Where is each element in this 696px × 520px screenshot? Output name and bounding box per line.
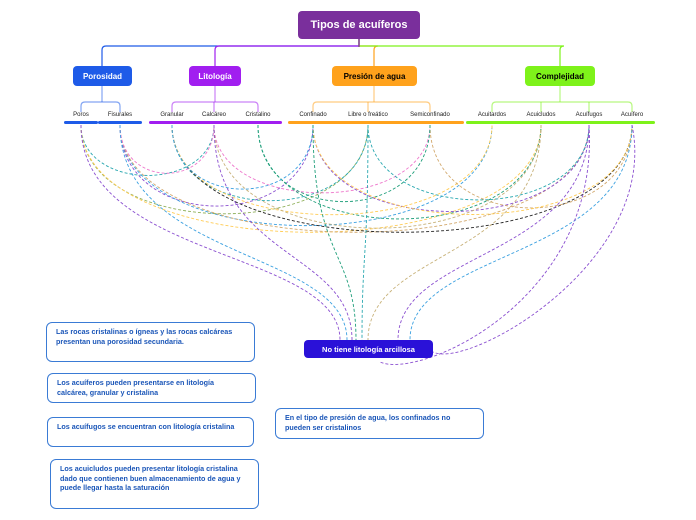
category-branch-1 xyxy=(171,101,259,112)
leaf-underline xyxy=(564,121,614,124)
note-rocas-cristalinas[interactable]: Las rocas cristalinas o ígneas y las roc… xyxy=(46,322,255,362)
cross-link-connector xyxy=(119,124,590,233)
leaf-underline xyxy=(64,121,98,124)
leaf-topic-label[interactable]: Acuífugos xyxy=(575,112,603,118)
cross-link-connector xyxy=(171,124,493,216)
cross-link-connector xyxy=(119,124,314,207)
leaf-underline xyxy=(609,121,655,124)
leaf-underline xyxy=(396,121,464,124)
category-branch-2 xyxy=(312,101,431,112)
category-complejidad[interactable]: Complejidad xyxy=(525,66,595,86)
link-to-center xyxy=(312,124,357,341)
tree-connectors xyxy=(80,39,633,112)
leaf-topic-label[interactable]: Acuífero xyxy=(620,112,644,118)
cross-link-connector xyxy=(312,124,590,212)
leaf-underline xyxy=(466,121,518,124)
root-connector-3 xyxy=(358,39,565,66)
cross-link-connector xyxy=(80,124,215,176)
leaf-underline xyxy=(288,121,338,124)
leaf-underline xyxy=(515,121,567,124)
category-branch-0 xyxy=(80,101,121,112)
leaf-topic-label[interactable]: Acuicludos xyxy=(526,112,556,118)
leaf-topic-label[interactable]: Calcáreo xyxy=(201,112,226,118)
cross-link-connector xyxy=(171,124,314,190)
center-topic[interactable]: No tiene litología arcillosa xyxy=(304,340,433,358)
link-to-center xyxy=(213,124,353,341)
cross-link-connector xyxy=(312,124,633,215)
cross-link-connector xyxy=(257,124,431,203)
link-to-center xyxy=(432,124,636,355)
cross-link-connector xyxy=(171,124,369,202)
link-to-center xyxy=(80,124,341,341)
link-to-center xyxy=(397,124,590,341)
leaf-underline xyxy=(234,121,282,124)
category-litologia[interactable]: Litología xyxy=(189,66,241,86)
leaf-underline xyxy=(336,121,400,124)
leaf-topic-label[interactable]: Cristalino xyxy=(245,112,271,118)
root-connector-0 xyxy=(101,39,360,66)
leaf-topic-label[interactable]: Confinado xyxy=(299,112,327,118)
cross-link-connector xyxy=(429,124,633,209)
leaf-underline xyxy=(98,121,142,124)
cross-link-connector xyxy=(119,124,215,174)
leaf-underline xyxy=(149,121,195,124)
link-to-center xyxy=(379,124,590,365)
note-acuifugos[interactable]: Los acuífugos se encuentran con litologí… xyxy=(47,417,254,447)
leaf-topic-label[interactable]: Acuitardos xyxy=(477,112,507,118)
cross-link-connector xyxy=(257,124,542,220)
leaf-underline xyxy=(191,121,237,124)
leaf-topic-label[interactable]: Poros xyxy=(73,112,89,118)
note-confinados[interactable]: En el tipo de presión de agua, los confi… xyxy=(275,408,484,439)
link-to-center xyxy=(409,124,633,341)
root-topic[interactable]: Tipos de acuíferos xyxy=(298,11,420,39)
cross-link-connectors xyxy=(80,124,636,365)
note-acuicludos[interactable]: Los acuicludos pueden presentar litologí… xyxy=(50,459,259,509)
note-acuiferos-litologia[interactable]: Los acuíferos pueden presentarse en lito… xyxy=(47,373,256,403)
link-to-center xyxy=(367,124,542,341)
cross-link-connector xyxy=(119,124,493,227)
cross-link-connector xyxy=(367,124,590,201)
root-connector-2 xyxy=(358,39,379,66)
leaf-topic-label[interactable]: Libre o freático xyxy=(348,112,388,118)
leaf-topic-label[interactable]: Fisurales xyxy=(107,112,133,118)
cross-link-connector xyxy=(213,124,431,194)
root-connector-1 xyxy=(214,39,360,66)
category-presion-de-agua[interactable]: Presión de agua xyxy=(332,66,417,86)
category-branch-3 xyxy=(491,101,633,112)
cross-link-connector xyxy=(171,124,633,233)
cross-link-connector xyxy=(80,124,542,233)
cross-link-connector xyxy=(80,124,369,215)
category-porosidad[interactable]: Porosidad xyxy=(73,66,132,86)
link-to-center xyxy=(361,124,369,341)
leaf-topic-label[interactable]: Semiconfinado xyxy=(410,112,450,118)
leaf-topic-label[interactable]: Granular xyxy=(160,112,184,118)
